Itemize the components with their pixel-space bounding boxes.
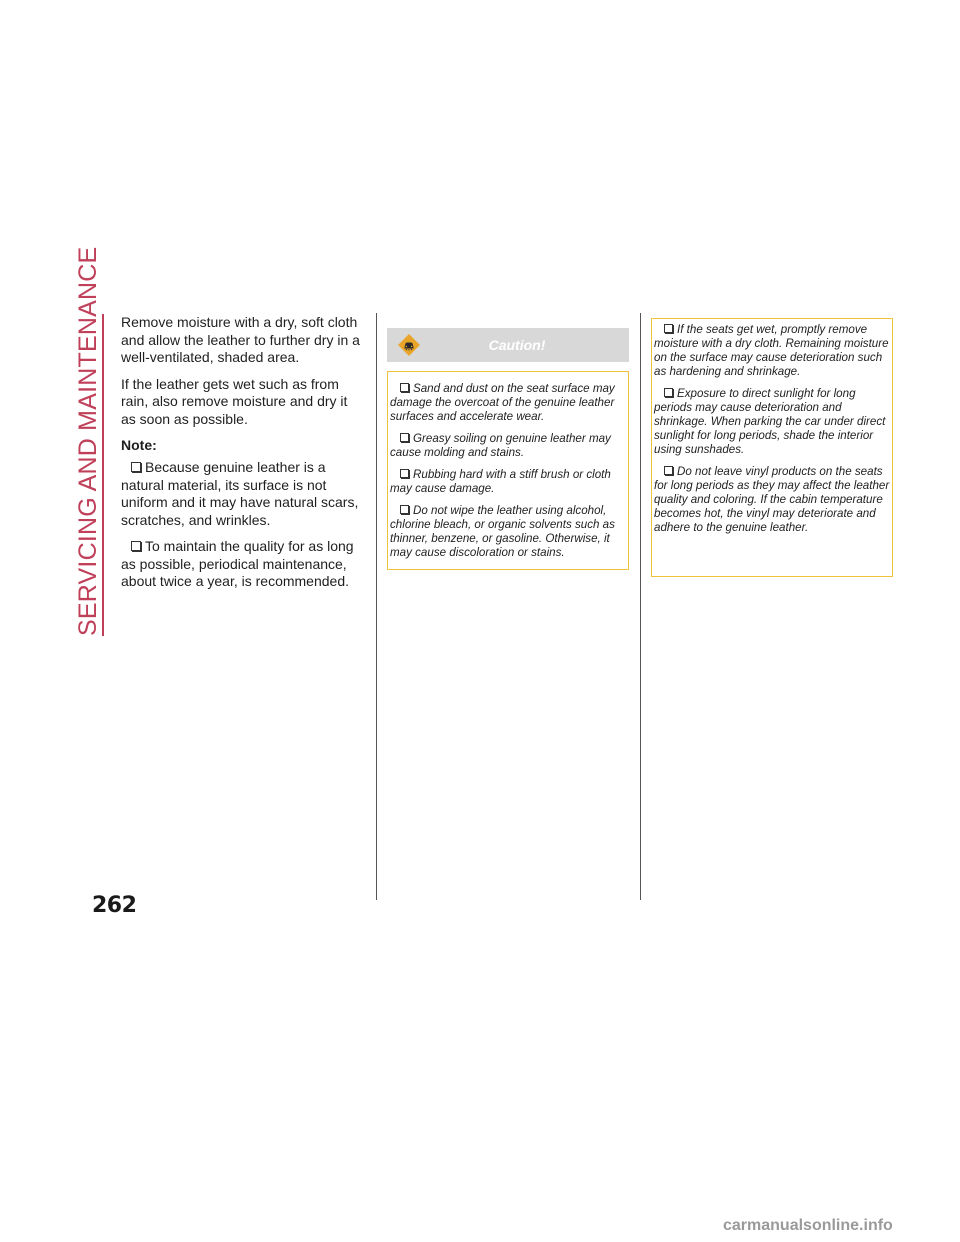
caution-item: If the seats get wet, promptly remove mo… (654, 323, 891, 379)
checkbox-bullet-icon (400, 505, 409, 514)
checkbox-bullet-icon (400, 383, 409, 392)
section-title: SERVICING AND MAINTENANCE (74, 246, 102, 636)
caution-item: Sand and dust on the seat surface may da… (390, 382, 627, 424)
caution-box: Sand and dust on the seat surface may da… (387, 371, 629, 570)
caution-item-text: Sand and dust on the seat surface may da… (390, 382, 615, 423)
section-rule (102, 314, 104, 636)
warning-car-icon (398, 334, 420, 356)
note-item-text: Because genuine leather is a natural mat… (121, 459, 359, 528)
caution-item: Rubbing hard with a stiff brush or cloth… (390, 468, 627, 496)
checkbox-bullet-icon (400, 469, 409, 478)
caution-item-text: Rubbing hard with a stiff brush or cloth… (390, 468, 611, 495)
left-column: Remove moisture with a dry, soft cloth a… (121, 314, 366, 600)
note-heading: Note: (121, 437, 157, 453)
column-divider (640, 313, 641, 900)
page-number: 262 (92, 893, 137, 918)
note-item: To maintain the quality for as long as p… (121, 538, 366, 591)
note-item: Because genuine leather is a natural mat… (121, 459, 366, 529)
caution-item-text: Do not wipe the leather using alcohol, c… (390, 504, 615, 559)
checkbox-bullet-icon (664, 324, 673, 333)
caution-item: Do not wipe the leather using alcohol, c… (390, 504, 627, 560)
note-item-text: To maintain the quality for as long as p… (121, 538, 354, 589)
checkbox-bullet-icon (131, 541, 141, 551)
column-divider (376, 313, 377, 900)
caution-item: Greasy soiling on genuine leather may ca… (390, 432, 627, 460)
checkbox-bullet-icon (664, 388, 673, 397)
caution-continued-box: If the seats get wet, promptly remove mo… (651, 318, 893, 577)
body-paragraph: Remove moisture with a dry, soft cloth a… (121, 314, 360, 365)
checkbox-bullet-icon (131, 462, 141, 472)
caution-header: Caution! (387, 328, 629, 362)
caution-item: Do not leave vinyl products on the seats… (654, 465, 891, 535)
caution-item-text: If the seats get wet, promptly remove mo… (654, 323, 889, 378)
checkbox-bullet-icon (664, 466, 673, 475)
caution-item-text: Greasy soiling on genuine leather may ca… (390, 432, 611, 459)
watermark[interactable]: carmanualsonline.info (723, 1217, 893, 1234)
caution-label: Caution! (488, 337, 546, 353)
body-paragraph: If the leather gets wet such as from rai… (121, 375, 348, 427)
caution-item: Exposure to direct sunlight for long per… (654, 387, 891, 457)
caution-item-text: Do not leave vinyl products on the seats… (654, 465, 890, 534)
caution-item-text: Exposure to direct sunlight for long per… (654, 387, 886, 456)
checkbox-bullet-icon (400, 433, 409, 442)
